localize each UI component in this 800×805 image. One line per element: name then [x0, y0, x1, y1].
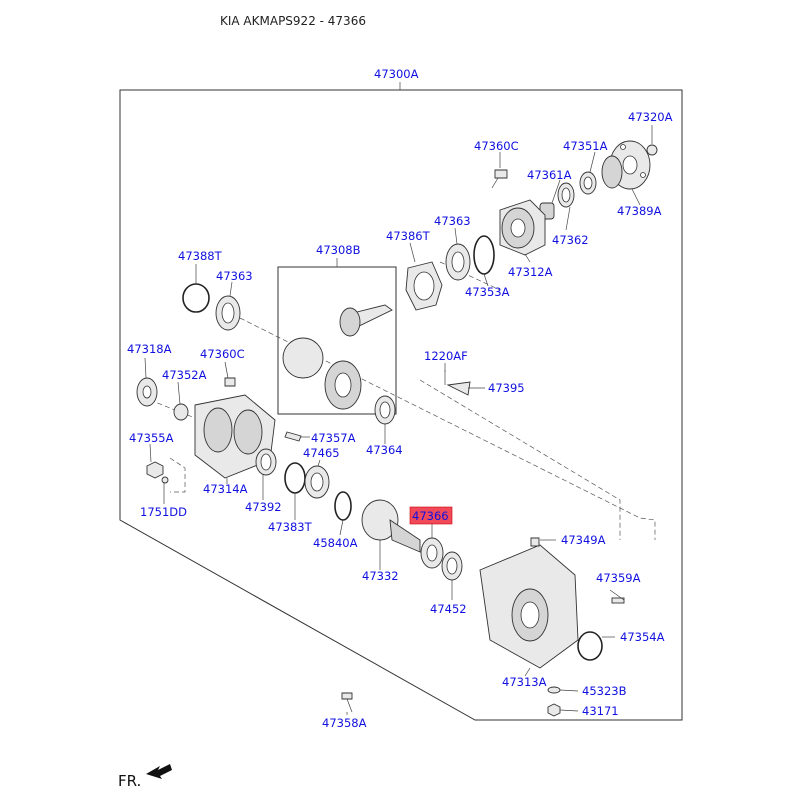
page-title: KIA AKMAPS922 - 47366: [220, 14, 366, 28]
part-label[interactable]: 47364: [366, 443, 403, 457]
part-label[interactable]: 47452: [430, 602, 467, 616]
part-label[interactable]: 47383T: [268, 520, 313, 534]
part-label[interactable]: 47351A: [563, 139, 608, 153]
ring-gear: [282, 337, 362, 410]
part-label[interactable]: 47312A: [508, 265, 553, 279]
flange-part: [601, 140, 651, 190]
label-assembly: 47300A: [374, 67, 419, 81]
part-label[interactable]: 47358A: [322, 716, 367, 730]
part-label[interactable]: 1751DD: [140, 505, 187, 519]
part-label-highlighted[interactable]: 47366: [412, 509, 449, 523]
part-label[interactable]: 47354A: [620, 630, 665, 644]
part-label[interactable]: 47355A: [129, 431, 174, 445]
assembly-frame: [119, 89, 683, 721]
bearing-47366: [420, 537, 444, 569]
part-label[interactable]: 45840A: [313, 536, 358, 550]
part-label[interactable]: 47332: [362, 569, 399, 583]
part-label[interactable]: 47352A: [162, 368, 207, 382]
part-label[interactable]: 47314A: [203, 482, 248, 496]
part-label[interactable]: 47353A: [465, 285, 510, 299]
part-label[interactable]: 47389A: [617, 204, 662, 218]
housing-47314a: [194, 394, 276, 479]
part-labels: 47300A 47308B 47320A 47360C 47351A 47361…: [127, 67, 673, 730]
part-label[interactable]: 47361A: [527, 168, 572, 182]
part-label[interactable]: 47357A: [311, 431, 356, 445]
part-label[interactable]: 47386T: [386, 229, 431, 243]
part-label[interactable]: 47313A: [502, 675, 547, 689]
part-label[interactable]: 43171: [582, 704, 619, 718]
part-label[interactable]: 47362: [552, 233, 589, 247]
part-label[interactable]: 47465: [303, 446, 340, 460]
part-label[interactable]: 47363: [434, 214, 471, 228]
part-label[interactable]: 47349A: [561, 533, 606, 547]
part-label[interactable]: 47320A: [628, 110, 673, 124]
shaft-gear-47332: [361, 499, 421, 553]
part-label[interactable]: 47360C: [200, 347, 245, 361]
part-label[interactable]: 47318A: [127, 342, 172, 356]
pinion-gear: [339, 304, 393, 337]
part-label[interactable]: 1220AF: [424, 349, 468, 363]
part-label[interactable]: 47359A: [596, 571, 641, 585]
part-label[interactable]: 45323B: [582, 684, 627, 698]
housing-47312a: [499, 199, 546, 256]
part-label[interactable]: 47360C: [474, 139, 519, 153]
label-subassembly: 47308B: [316, 243, 361, 257]
part-label[interactable]: 47392: [245, 500, 282, 514]
front-direction-label: FR.: [118, 772, 142, 790]
part-label[interactable]: 47388T: [178, 249, 223, 263]
part-label[interactable]: 47363: [216, 269, 253, 283]
highlight-box: [409, 506, 453, 525]
part-label[interactable]: 47395: [488, 381, 525, 395]
front-arrow-icon: [146, 764, 172, 779]
leader-lines: [144, 125, 653, 715]
housing-47313a: [479, 544, 579, 669]
